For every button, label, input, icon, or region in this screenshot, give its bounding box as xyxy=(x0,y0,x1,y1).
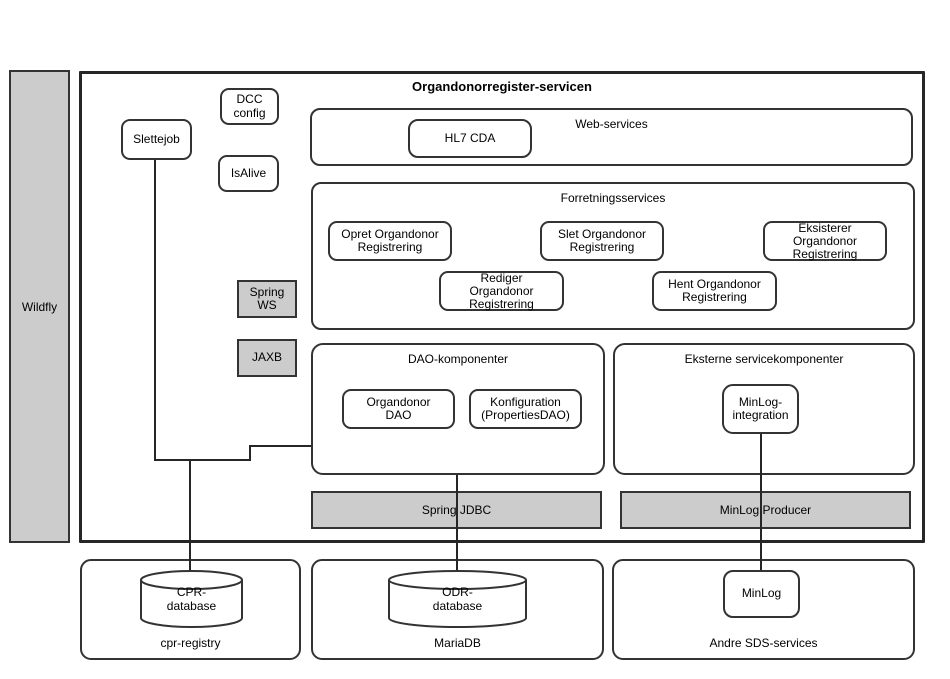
eksterne-servicekomponenter-label: Eksterne servicekomponenter xyxy=(684,352,844,366)
forretningsservices-label: Forretningsservices xyxy=(560,191,666,205)
wildfly-container: Wildfly xyxy=(9,70,70,543)
dao-komponenter-label: DAO-komponenter xyxy=(407,352,509,366)
node-slettejob: Slettejob xyxy=(121,119,192,160)
node-opret-registrering: Opret Organdonor Registrering xyxy=(328,221,452,261)
database-icon xyxy=(388,570,527,628)
wildfly-label: Wildfly xyxy=(21,299,58,314)
node-konfiguration-propertiesdao: Konfiguration (PropertiesDAO) xyxy=(469,389,582,429)
node-isalive: IsAlive xyxy=(218,155,279,192)
node-minlog: MinLog xyxy=(723,570,800,618)
cylinder-cpr-database: CPR- database xyxy=(140,570,243,628)
database-icon xyxy=(140,570,243,628)
container-web-services: Web-services xyxy=(310,108,913,166)
node-eksisterer-registrering: Eksisterer Organdonor Registrering xyxy=(763,221,887,261)
node-hent-registrering: Hent Organdonor Registrering xyxy=(652,271,777,311)
connector-minlog-integration-to-minlog xyxy=(760,433,762,572)
node-rediger-registrering: Rediger Organdonor Registrering xyxy=(439,271,564,311)
node-slet-registrering: Slet Organdonor Registrering xyxy=(540,221,664,261)
cpr-registry-label: cpr-registry xyxy=(160,636,221,650)
diagram-title: Organdonorregister-servicen xyxy=(412,79,592,94)
connector-dao-to-odr-database xyxy=(456,475,458,572)
andre-sds-services-label: Andre SDS-services xyxy=(709,636,818,650)
node-jaxb: JAXB xyxy=(237,339,297,377)
cylinder-odr-database: ODR- database xyxy=(388,570,527,628)
node-dcc-config: DCC config xyxy=(220,88,279,125)
node-spring-ws: Spring WS xyxy=(237,280,297,318)
node-organdonor-dao: Organdonor DAO xyxy=(342,389,455,429)
bar-minlog-producer: MinLog Producer xyxy=(620,491,911,529)
connector-to-cpr-database xyxy=(189,459,191,572)
odr-database-label: ODR- database xyxy=(432,585,483,614)
connector-slettejob-down xyxy=(154,159,156,460)
web-services-label: Web-services xyxy=(575,117,648,131)
node-hl7-cda: HL7 CDA xyxy=(408,119,532,158)
node-minlog-integration: MinLog- integration xyxy=(722,384,799,434)
connector-step-to-dao xyxy=(251,445,311,447)
connector-slettejob-horizontal xyxy=(154,459,251,461)
minlog-producer-label: MinLog Producer xyxy=(719,503,812,517)
connector-step-vertical xyxy=(249,445,251,461)
mariadb-label: MariaDB xyxy=(434,636,481,650)
cpr-database-label: CPR- database xyxy=(166,585,217,614)
